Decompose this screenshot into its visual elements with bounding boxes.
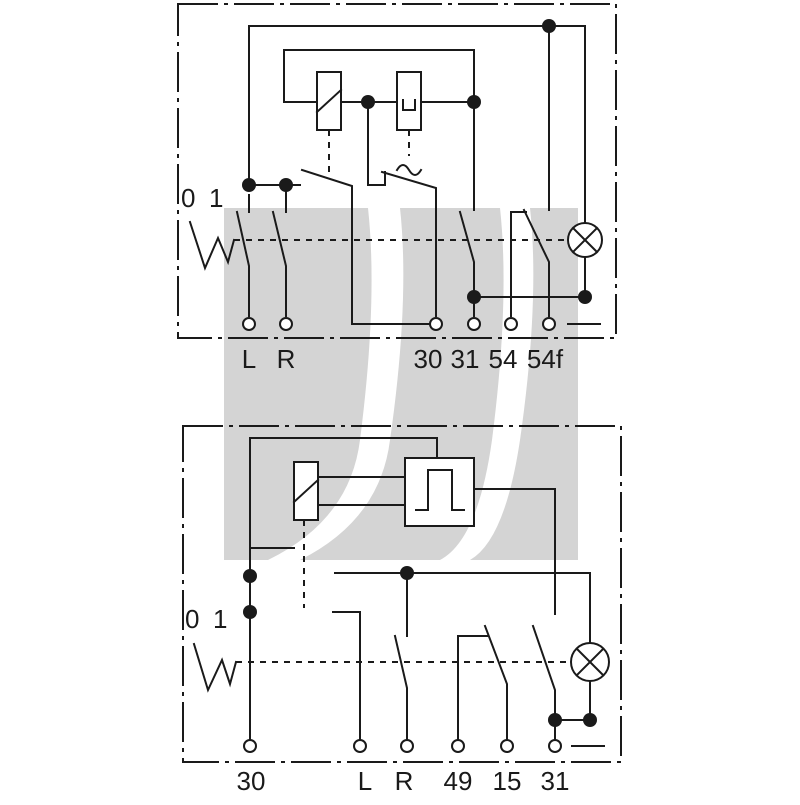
terminal-L <box>353 739 367 753</box>
bottom-flasher-unit <box>404 457 475 527</box>
switch-position-label: 1 <box>209 183 223 213</box>
bottom-supply-wire <box>249 437 438 577</box>
top-housing-frame <box>177 3 617 339</box>
junction-dot <box>467 95 481 109</box>
junction-dot <box>400 566 414 580</box>
bottom-relay-diagram: 0 1 30 L R 49 15 31 <box>182 425 622 796</box>
terminal-label: 30 <box>414 344 443 374</box>
top-thermal-element <box>396 71 422 131</box>
switch-position-label: 0 <box>185 604 199 634</box>
bottom-contact-L <box>332 611 361 741</box>
terminal-31 <box>548 739 562 753</box>
bottom-contact-R <box>393 634 408 741</box>
terminal-label: 31 <box>451 344 480 374</box>
terminal-31 <box>467 317 481 331</box>
terminal-label: 15 <box>493 766 522 796</box>
junction-dot <box>578 290 592 304</box>
terminal-30 <box>243 739 257 753</box>
top-ac-symbol <box>395 164 423 176</box>
junction-dot <box>361 95 375 109</box>
top-relay-diagram: 0 1 L R 30 31 54 54f <box>177 3 617 374</box>
top-contact-30 <box>300 168 437 325</box>
bottom-housing-frame <box>182 425 622 763</box>
terminal-label: 54f <box>527 344 564 374</box>
terminal-15 <box>500 739 514 753</box>
top-thermal-wire <box>367 101 386 186</box>
terminal-54f <box>542 317 556 331</box>
bottom-horizontal-bus <box>334 572 591 651</box>
junction-dot <box>279 178 293 192</box>
terminal-R <box>279 317 293 331</box>
bottom-pulse-symbol <box>415 469 465 511</box>
top-contact-thermal <box>380 170 437 317</box>
terminal-R <box>400 739 414 753</box>
bottom-relay-coil <box>293 461 319 521</box>
switch-position-label: 0 <box>181 183 195 213</box>
terminal-label: L <box>358 766 372 796</box>
bottom-contact-49 <box>457 635 488 741</box>
terminal-L <box>242 317 256 331</box>
terminal-label: 49 <box>444 766 473 796</box>
top-supply-wire <box>248 25 586 241</box>
junction-dot <box>542 19 556 33</box>
junction-dot <box>242 178 256 192</box>
top-coil-loop-wire <box>283 49 475 103</box>
top-lever-switch <box>188 220 236 271</box>
top-indicator-lamp <box>567 222 603 258</box>
terminal-label: L <box>242 344 256 374</box>
bottom-indicator-lamp <box>570 642 610 682</box>
terminal-label: 31 <box>541 766 570 796</box>
top-contact-L <box>235 194 250 317</box>
terminal-label: 30 <box>237 766 266 796</box>
junction-dot <box>548 713 562 727</box>
watermark-logo <box>224 208 578 560</box>
terminal-label: 54 <box>489 344 518 374</box>
bottom-ground-bus <box>554 679 591 721</box>
switch-position-label: 1 <box>213 604 227 634</box>
junction-dot <box>243 569 257 583</box>
junction-dot <box>243 605 257 619</box>
terminal-label: R <box>395 766 414 796</box>
terminal-54 <box>504 317 518 331</box>
bottom-lever-switch <box>192 642 238 693</box>
terminal-49 <box>451 739 465 753</box>
terminal-30 <box>429 317 443 331</box>
top-contact-54 <box>510 211 527 317</box>
terminal-label: R <box>277 344 296 374</box>
junction-dot <box>583 713 597 727</box>
bottom-contact-15 <box>483 624 508 741</box>
junction-dot <box>467 290 481 304</box>
